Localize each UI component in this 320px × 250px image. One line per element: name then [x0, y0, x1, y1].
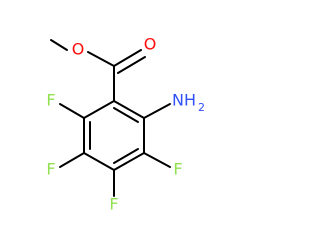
- ring-bond-3-4: [113, 152, 145, 171]
- molecule-structure: O O NH 2 F F F F: [46, 35, 205, 214]
- amino-group-label: NH: [172, 91, 196, 110]
- bond-ring-amino: [143, 103, 171, 119]
- fluorine-2-label: F: [46, 160, 55, 179]
- ring-double-inner-2: [113, 148, 139, 164]
- bond-group: [50, 39, 171, 197]
- bond-methyl-ester-oxygen: [50, 39, 68, 51]
- bond-carbonyl-double-2: [117, 56, 146, 74]
- fluorine-3-label: F: [109, 195, 118, 214]
- fluorine-4-label: F: [173, 160, 182, 179]
- ring-bond-6-1: [83, 100, 115, 119]
- structure-canvas: O O NH 2 F F F F: [46, 35, 205, 214]
- amino-group-subscript: 2: [198, 101, 205, 114]
- fluorine-1-label: F: [46, 91, 55, 110]
- bond-ring-fluorine-4: [143, 152, 171, 168]
- bond-ring-fluorine-2: [59, 152, 85, 168]
- bond-carbonyl-double-1: [113, 49, 142, 67]
- bond-ester-oxygen-carbonyl-carbon: [87, 51, 115, 67]
- atom-label-group: O O NH 2 F F F F: [46, 35, 205, 214]
- carbonyl-oxygen-label: O: [144, 35, 157, 54]
- ring-bond-4-5: [83, 152, 115, 171]
- ester-oxygen-label: O: [72, 40, 85, 59]
- bond-ring-fluorine-1: [59, 103, 85, 119]
- ring-bond-1-2: [113, 100, 145, 119]
- ring-double-inner-1: [113, 107, 139, 123]
